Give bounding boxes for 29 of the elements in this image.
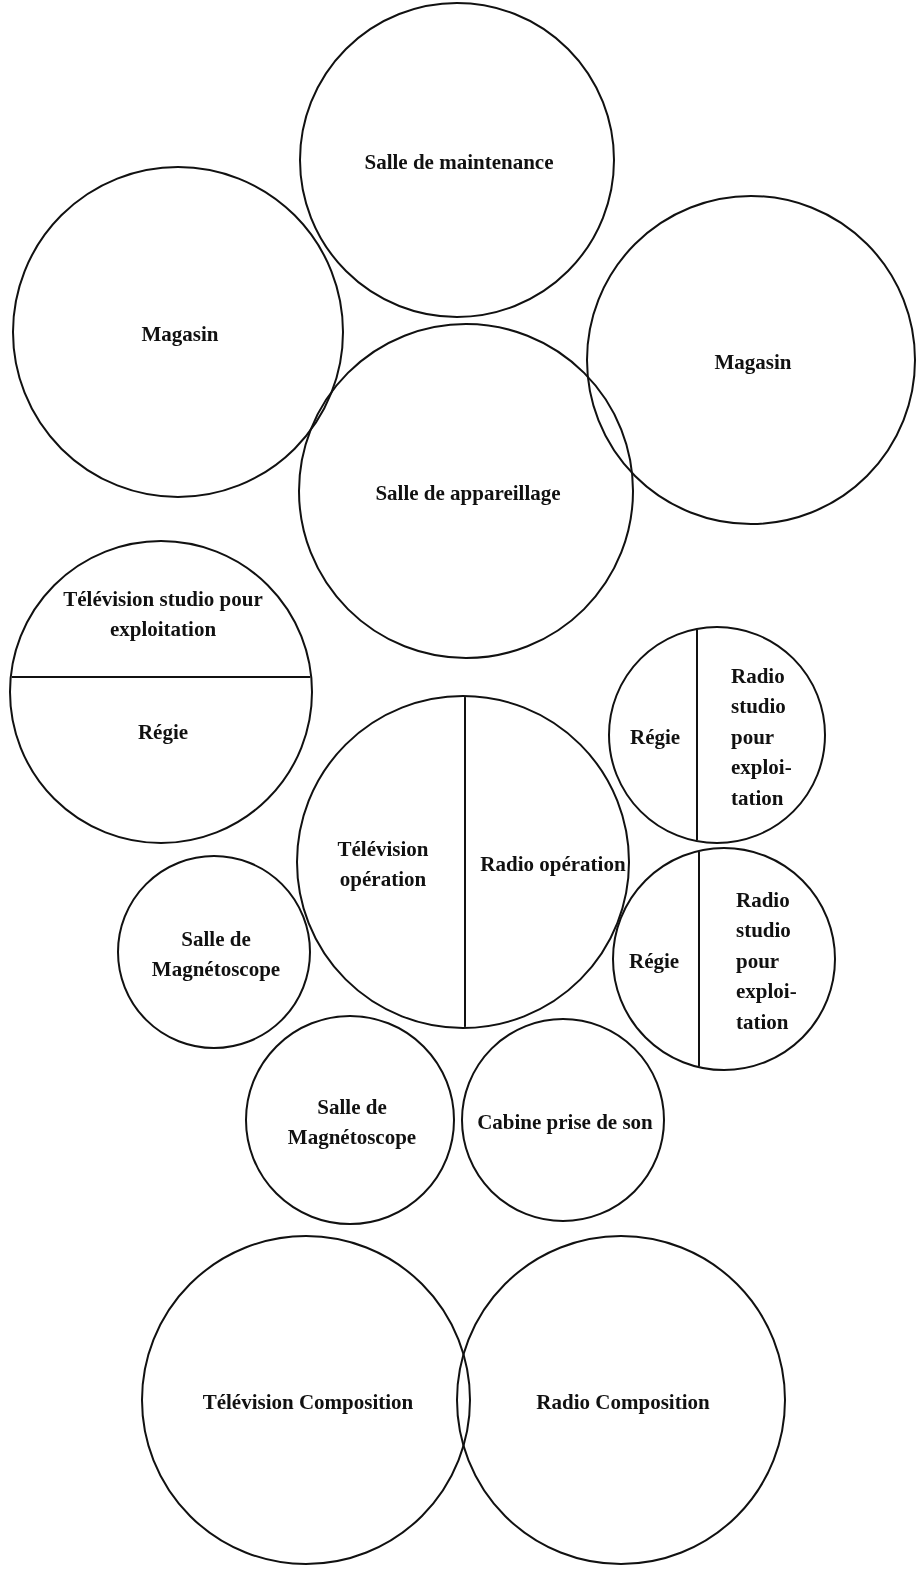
room-circle	[298, 323, 634, 659]
room-circle	[141, 1235, 471, 1565]
room-label: Salle de maintenance	[363, 148, 555, 176]
room-circle	[299, 2, 615, 318]
room-label: Télévision studio pour exploitation	[62, 585, 264, 643]
room-label: Cabine prise de son	[476, 1108, 654, 1136]
room-label: Régie	[630, 723, 680, 751]
room-label: Salle de Magnétoscope	[286, 1093, 418, 1151]
room-label: Régie	[136, 718, 190, 746]
room-label: Salle de Magnétoscope	[150, 925, 282, 983]
room-label: Magasin	[140, 320, 220, 348]
room-circle	[608, 626, 826, 844]
room-circle	[12, 166, 344, 498]
room-circle	[586, 195, 916, 525]
room-label: Radio opération	[479, 850, 627, 878]
room-circle	[9, 540, 313, 844]
room-label: Magasin	[713, 348, 793, 376]
room-label: Radio Composition	[535, 1388, 711, 1416]
room-label: Radio studio pour exploi- tation	[731, 662, 793, 812]
room-label: Télévision Composition	[201, 1388, 415, 1416]
room-circle	[117, 855, 311, 1049]
room-label: Radio studio pour exploi- tation	[736, 886, 798, 1036]
room-label: Télévision opération	[336, 835, 430, 893]
room-circle	[456, 1235, 786, 1565]
room-circle	[461, 1018, 665, 1222]
room-label: Salle de appareillage	[374, 479, 562, 507]
room-circle	[245, 1015, 455, 1225]
room-label: Régie	[629, 947, 679, 975]
room-circle	[296, 695, 630, 1029]
